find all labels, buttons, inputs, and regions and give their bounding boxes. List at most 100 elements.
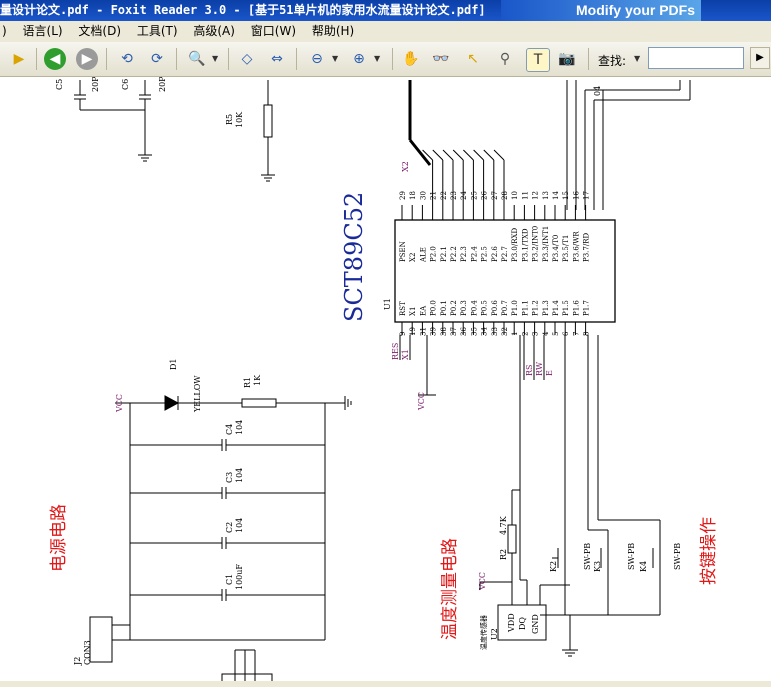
ad-text: Modify your PDFs: [575, 2, 695, 18]
chevron-down-icon[interactable]: ▼: [374, 54, 381, 63]
zoom-out-icon[interactable]: ⊖: [311, 51, 323, 67]
fit-page-icon[interactable]: ◇: [241, 51, 253, 67]
chip-pin-label: P3.3/INT1: [542, 226, 550, 262]
chip-pin-label: P2.2: [450, 246, 458, 262]
label-e: E: [545, 370, 554, 376]
schematic-diagram: 29PSEN18X230ALE21P2.022P2.123P2.224P2.32…: [49, 77, 719, 681]
menu-language[interactable]: 语言(L): [22, 24, 63, 38]
label-rs: RS: [525, 364, 534, 376]
menu-advanced[interactable]: 高级(A): [193, 24, 235, 38]
chip-pin-number: 36: [460, 327, 468, 336]
rotate-left-icon[interactable]: ⟲: [121, 51, 133, 67]
chip-pin-number: 6: [562, 331, 570, 336]
ad-banner[interactable]: Modify your PDFs: [501, 0, 701, 21]
forward-icon[interactable]: ▶: [76, 48, 98, 70]
chip-pin-number: 10: [511, 191, 519, 200]
label-r5-value: 10K: [235, 111, 244, 128]
find-next-button[interactable]: ▶: [750, 47, 770, 69]
play-icon[interactable]: ▶: [13, 51, 25, 67]
chevron-down-icon[interactable]: ▼: [332, 54, 339, 63]
chip-pin-number: 19: [409, 327, 417, 336]
chip-pin-bottom: 1P1.0: [511, 300, 519, 336]
bus-line: [422, 149, 433, 161]
chip-pin-number: 5: [552, 332, 560, 336]
chevron-down-icon[interactable]: ▼: [634, 54, 641, 63]
label-r1: R1: [243, 377, 252, 388]
menu-bar: ) 语言(L) 文档(D) 工具(T) 高级(A) 窗口(W) 帮助(H): [0, 21, 771, 42]
label-k2-sw: SW-PB: [583, 543, 592, 570]
chip-pin-number: 7: [572, 332, 580, 336]
label-vdd: VDD: [507, 613, 516, 633]
chip-pin-label: RST: [399, 301, 407, 316]
zoom-plus-icon[interactable]: ⊕: [353, 51, 365, 67]
chip-pin-number: 29: [399, 191, 407, 200]
chip-pin-label: P3.4/T0: [552, 235, 560, 262]
chip-pin-number: 28: [501, 191, 509, 200]
menu-help[interactable]: 帮助(H): [311, 24, 355, 38]
label-k4: K4: [639, 561, 648, 572]
bus-line: [473, 149, 484, 161]
chip-pin-label: P0.3: [460, 300, 468, 316]
hand-tool-icon[interactable]: ✋: [402, 51, 420, 67]
label-p04: 04: [593, 86, 602, 96]
chip-pin-number: 30: [419, 191, 427, 200]
label-vcc-temp: VCC: [478, 572, 487, 591]
label-r5: R5: [225, 114, 234, 125]
menu-window[interactable]: 窗口(W): [250, 24, 297, 38]
chip-pin-number: 37: [450, 327, 458, 336]
toolbar-separator: [392, 48, 393, 70]
toolbar-separator: [228, 48, 229, 70]
snapshot-camera-icon[interactable]: 📷: [558, 51, 576, 67]
bus-line: [452, 149, 464, 161]
chevron-down-icon[interactable]: ▼: [212, 54, 219, 63]
label-c3: C3: [225, 472, 234, 483]
toolbar-separator: [36, 48, 37, 70]
chip-pin-number: 35: [470, 327, 478, 336]
chip-pin-number: 17: [583, 191, 591, 200]
chip-pin-label: P3.6/WR: [572, 231, 580, 262]
chip-pin-label: P2.3: [460, 246, 468, 262]
label-j2: J2: [73, 657, 82, 666]
chip-pin-bottom: 4P1.3: [542, 300, 550, 336]
label-c5-value: 20P: [91, 77, 100, 92]
label-c6: C6: [121, 79, 130, 90]
chip-pin-number: 13: [542, 191, 550, 200]
rotate-right-icon[interactable]: ⟳: [151, 51, 163, 67]
reading-glasses-icon[interactable]: 👓: [432, 51, 450, 67]
binoculars-icon[interactable]: ⚲: [499, 51, 511, 67]
chip-pin-number: 33: [491, 327, 499, 336]
chip-pin-label: P0.0: [430, 300, 438, 316]
menu-document[interactable]: 文档(D): [78, 24, 122, 38]
chip-pin-number: 16: [572, 191, 580, 200]
chip-pin-label: P2.7: [501, 246, 509, 262]
menu-tools[interactable]: 工具(T): [136, 24, 178, 38]
chip-pin-label: P0.2: [450, 300, 458, 316]
chip-pin-bottom: 2P1.1: [521, 300, 529, 336]
chip-pin-number: 38: [440, 327, 448, 336]
toolbar: ▶ ◀ ▶ ⟲ ⟳ 🔍 ▼ ◇ ⇔ ⊖ ▼ ⊕ ▼ ✋ 👓 ↖ ⚲ T 📷 查找…: [0, 42, 771, 77]
chip-pin-number: 27: [491, 191, 499, 200]
zoom-in-icon[interactable]: 🔍: [188, 51, 206, 67]
text-select-icon[interactable]: T: [526, 48, 550, 72]
label-k2: K2: [549, 561, 558, 572]
label-u2-value: 温度传感器: [479, 615, 488, 650]
chip-pin-number: 26: [481, 191, 489, 200]
back-icon[interactable]: ◀: [44, 48, 66, 70]
chip-pin-number: 2: [521, 332, 529, 336]
find-input[interactable]: [648, 47, 744, 69]
chip-pin-label: P3.5/T1: [562, 235, 570, 262]
fit-width-icon[interactable]: ⇔: [271, 51, 283, 67]
select-arrow-icon[interactable]: ↖: [467, 51, 479, 67]
